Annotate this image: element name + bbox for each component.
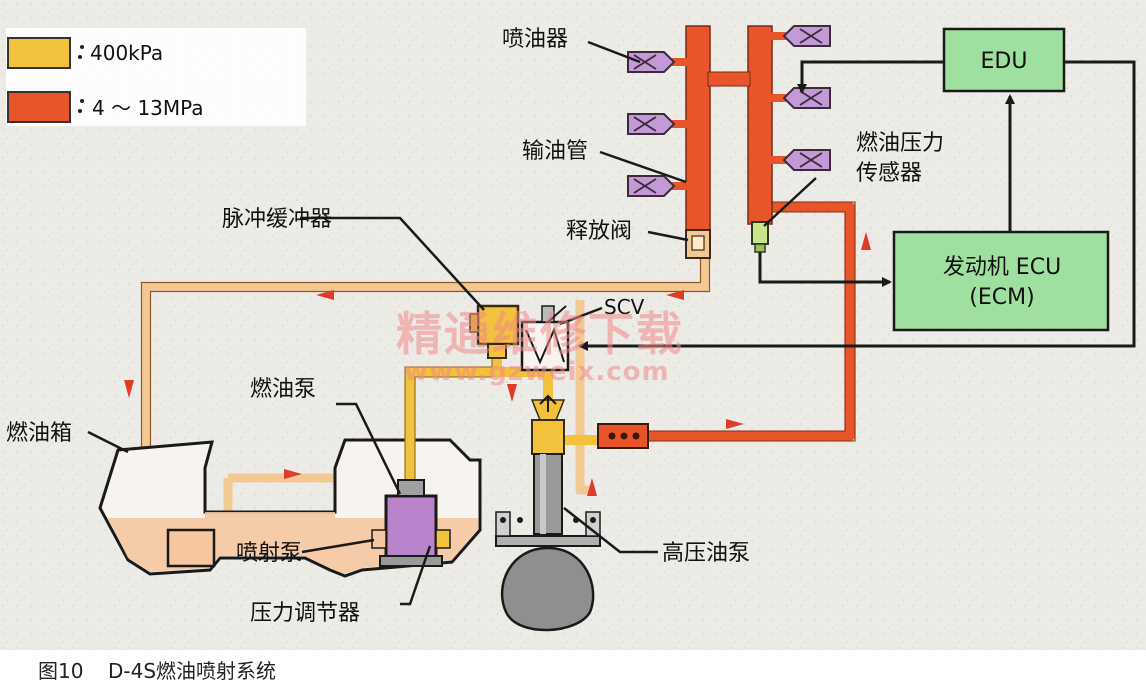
edu-box: EDU [942, 27, 1066, 93]
fuel-pump [371, 479, 451, 567]
watermark-url: www.gzweix.com [404, 357, 670, 387]
injectors-left [627, 51, 688, 197]
watermark-title: 精通维修下载 [396, 307, 684, 361]
engine-ecu-box: 发动机 ECU (ECM) [892, 230, 1110, 332]
watermark: 精通维修下载 www.gzweix.com [396, 307, 684, 387]
legend-swatch-high-pressure [7, 91, 71, 123]
jet-pump-box [166, 528, 216, 568]
scv-valve [520, 305, 570, 372]
figure-caption: 图10 D-4S燃油喷射系统 [38, 659, 276, 683]
pulsation-damper [469, 304, 520, 359]
label-pulsation-damper: 脉冲缓冲器 [222, 207, 332, 232]
injector-icon [782, 87, 831, 109]
high-pressure-pump [495, 394, 601, 632]
label-high-pressure-pump: 高压油泵 [662, 541, 750, 566]
fuel-pressure-sensor [751, 221, 769, 253]
injectors-right [770, 25, 831, 171]
legend-label-low-pressure: 400kPa [90, 41, 163, 65]
pump-lifter-base [495, 535, 601, 547]
injector-icon [782, 149, 831, 171]
label-fuel-tank: 燃油箱 [6, 421, 72, 446]
pump-cam [500, 546, 595, 632]
caption-title: D-4S燃油喷射系统 [108, 659, 276, 683]
label-fuel-pressure-sensor-1: 燃油压力 [856, 131, 944, 156]
check-valve [597, 423, 649, 449]
injector-icon [627, 175, 676, 197]
legend-label-high-pressure: 4 ～ 13MPa [92, 96, 204, 120]
signal-lines [578, 60, 1136, 351]
legend: 400kPa 4 ～ 13MPa [7, 37, 204, 123]
injector-icon [627, 113, 676, 135]
leader-lines [87, 40, 817, 606]
relief-valve [685, 229, 711, 259]
edu-label: EDU [981, 49, 1028, 74]
flow-arrows [124, 232, 871, 496]
delivery-pipe-right [747, 25, 773, 225]
label-relief-valve: 释放阀 [566, 219, 632, 244]
ecu-label-line1: 发动机 ECU [943, 255, 1061, 280]
caption-strip [0, 650, 1146, 686]
ecu-label-line2: (ECM) [969, 285, 1034, 310]
injector-icon [782, 25, 831, 47]
label-fuel-pressure-sensor-2: 传感器 [856, 161, 922, 186]
label-scv: SCV [604, 295, 645, 319]
legend-swatch-low-pressure [7, 37, 71, 69]
injector-icon [627, 51, 676, 73]
label-injector: 喷油器 [502, 27, 568, 52]
label-pressure-regulator: 压力调节器 [250, 601, 360, 626]
caption-figure-number: 图10 [38, 659, 83, 683]
delivery-pipe-crossover [707, 71, 751, 87]
label-jet-pump: 喷射泵 [236, 541, 302, 566]
delivery-pipe-left [685, 25, 711, 233]
label-fuel-pump: 燃油泵 [250, 377, 316, 402]
label-delivery-pipe: 输油管 [522, 139, 588, 164]
